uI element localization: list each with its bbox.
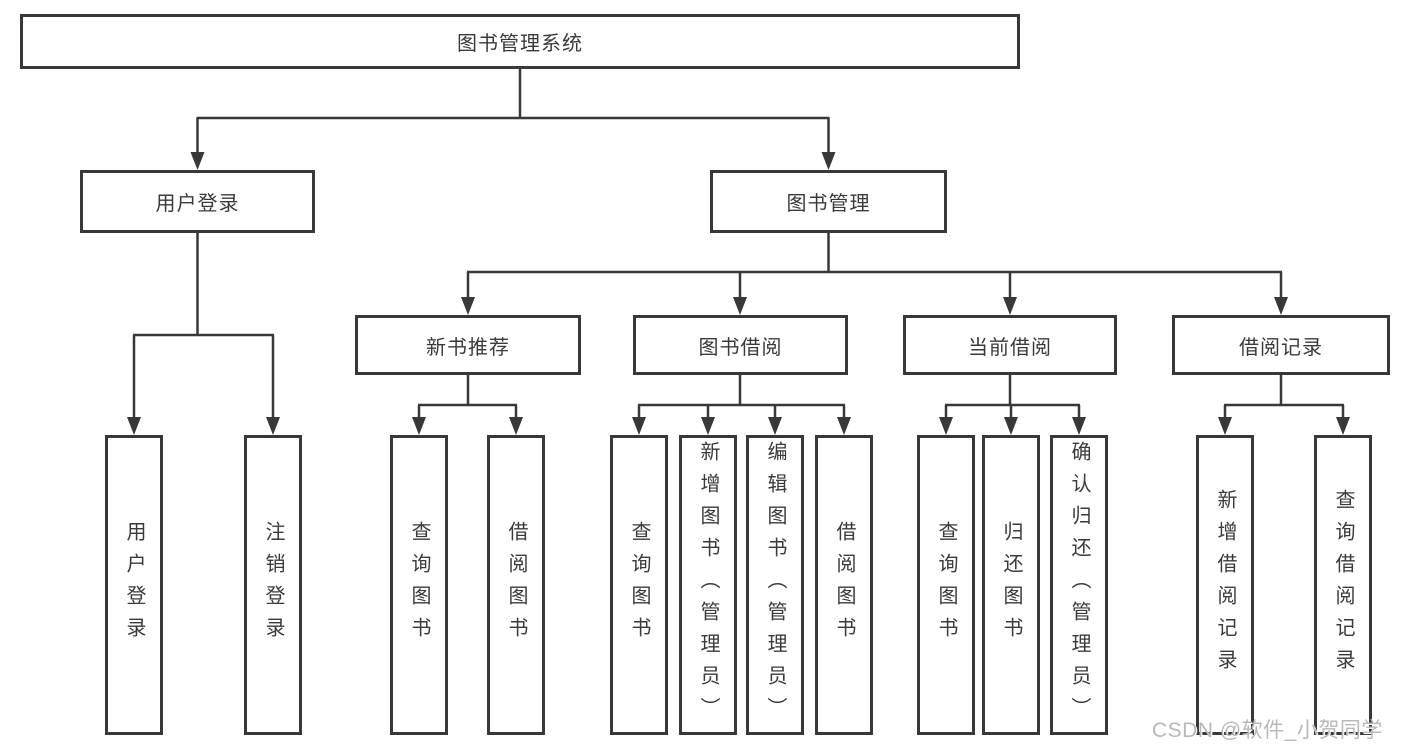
node-current-borrow: 当前借阅	[903, 315, 1117, 375]
leaf-user-login: 用户登录	[105, 435, 163, 735]
node-borrow-records: 借阅记录	[1172, 315, 1390, 375]
leaf-query-books-recommend: 查询图书	[390, 435, 448, 735]
node-book-borrow: 图书借阅	[633, 315, 848, 375]
node-label: 图书借阅	[698, 336, 783, 359]
node-label: 归还图书	[1000, 521, 1022, 649]
node-label: 编辑图书（管理员）	[764, 441, 786, 729]
leaf-query-borrow-record: 查询借阅记录	[1314, 435, 1372, 735]
node-label: 当前借阅	[968, 336, 1052, 359]
node-label: 查询图书	[935, 521, 957, 649]
node-label: 新增借阅记录	[1214, 489, 1236, 681]
node-library-management-system: 图书管理系统	[20, 14, 1020, 69]
node-label: 借阅记录	[1239, 336, 1323, 359]
node-label: 用户登录	[155, 193, 240, 215]
node-label: 确认归还（管理员）	[1068, 441, 1090, 729]
node-label: 注销登录	[262, 521, 284, 649]
leaf-add-books-admin: 新增图书（管理员）	[679, 435, 737, 735]
node-book-management: 图书管理	[710, 170, 947, 233]
leaf-edit-books-admin: 编辑图书（管理员）	[746, 435, 804, 735]
leaf-logout: 注销登录	[244, 435, 302, 735]
node-new-book-recommend: 新书推荐	[355, 315, 581, 375]
node-label: 查询图书	[408, 521, 430, 649]
node-label: 新增图书（管理员）	[697, 441, 719, 729]
arrowheads	[127, 152, 1350, 435]
leaf-borrow-books-recommend: 借阅图书	[487, 435, 545, 735]
leaf-query-books-current: 查询图书	[917, 435, 975, 735]
node-label: 图书管理系统	[457, 33, 583, 55]
csdn-watermark: CSDN @软件_小贺同学	[1152, 719, 1383, 742]
leaf-confirm-return-admin: 确认归还（管理员）	[1050, 435, 1108, 735]
node-label: 借阅图书	[833, 521, 855, 649]
node-label: 借阅图书	[505, 521, 527, 649]
node-label: 查询图书	[628, 521, 650, 649]
leaf-return-books: 归还图书	[982, 435, 1040, 735]
node-label: 查询借阅记录	[1332, 489, 1354, 681]
node-label: 用户登录	[123, 521, 145, 649]
leaf-add-borrow-record: 新增借阅记录	[1196, 435, 1254, 735]
node-label: 图书管理	[786, 193, 871, 215]
node-user-login: 用户登录	[80, 170, 315, 233]
leaf-query-books-borrow: 查询图书	[610, 435, 668, 735]
leaf-borrow-books: 借阅图书	[815, 435, 873, 735]
node-label: 新书推荐	[426, 336, 510, 359]
